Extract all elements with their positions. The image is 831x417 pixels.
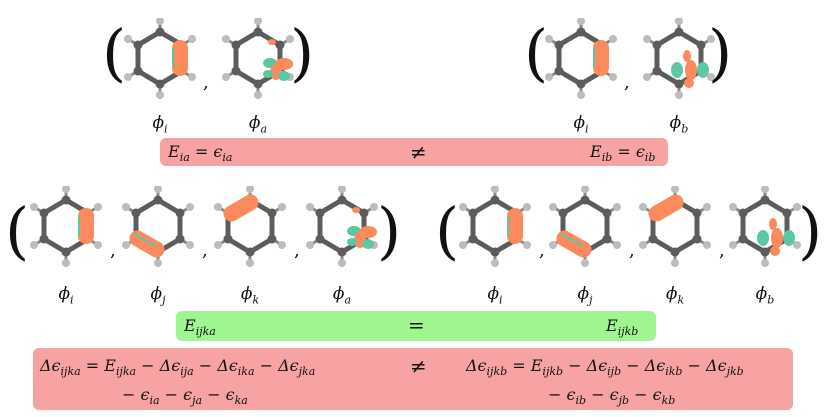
equation-E-ib: Eib = ϵib	[590, 142, 656, 165]
energy-comparison-band-3	[33, 348, 793, 410]
right-paren-mid-left: )	[377, 194, 402, 267]
benzene-orbital-i-top-left	[120, 18, 200, 102]
label-phi-j-mid-left: ϕj	[150, 284, 166, 307]
benzene-orbital-j-mid-left	[118, 186, 198, 270]
benzene-orbital-b-top-right	[639, 18, 719, 102]
benzene-orbital-i-top-right	[541, 18, 621, 102]
label-phi-b-top-right: ϕb	[669, 113, 689, 136]
benzene-orbital-k-mid-left	[210, 186, 290, 270]
label-phi-k-mid-right: ϕk	[665, 284, 685, 307]
comma: ,	[719, 240, 725, 261]
comma: ,	[624, 72, 630, 93]
left-paren-mid-left: (	[5, 194, 30, 267]
not-equal-sign-2: ≠	[410, 354, 427, 378]
benzene-orbital-a-mid-left	[302, 186, 382, 270]
equal-sign: =	[408, 313, 425, 337]
comma: ,	[203, 72, 209, 93]
label-phi-i-top-right: ϕi	[573, 113, 589, 136]
left-paren-mid-right: (	[435, 194, 460, 267]
right-paren-mid-right: )	[798, 194, 823, 267]
comma: ,	[539, 240, 545, 261]
comma: ,	[294, 240, 300, 261]
equation-delta-ijka-line1: Δϵijka = Eijka − Δϵija − Δϵika − Δϵjka	[40, 356, 316, 379]
equation-delta-ijkb-line1: Δϵijkb = Eijkb − Δϵijb − Δϵikb − Δϵjkb	[466, 356, 744, 379]
label-phi-i-mid-left: ϕi	[58, 284, 74, 307]
label-phi-k-mid-left: ϕk	[240, 284, 260, 307]
label-phi-a-top-left: ϕa	[248, 113, 268, 136]
benzene-orbital-i-mid-left	[26, 186, 106, 270]
right-paren-top-right: )	[708, 16, 733, 89]
not-equal-sign-1: ≠	[410, 140, 427, 164]
equation-E-ijkb: Eijkb	[606, 316, 639, 339]
equation-E-ia: Eia = ϵia	[168, 142, 233, 165]
benzene-orbital-k-mid-right	[635, 186, 715, 270]
energy-comparison-band-1	[160, 138, 668, 166]
equation-delta-ijka-line2: − ϵia − ϵja − ϵka	[122, 385, 248, 408]
right-paren-top-left: )	[290, 16, 315, 89]
label-phi-j-mid-right: ϕj	[577, 284, 593, 307]
comma: ,	[110, 240, 116, 261]
left-paren-top-left: (	[102, 16, 127, 89]
label-phi-i-top-left: ϕi	[152, 113, 168, 136]
label-phi-b-mid-right: ϕb	[755, 284, 775, 307]
benzene-orbital-a-top-left	[218, 18, 298, 102]
label-phi-a-mid-left: ϕa	[332, 284, 352, 307]
left-paren-top-right: (	[524, 16, 549, 89]
benzene-orbital-i-mid-right	[455, 186, 535, 270]
benzene-orbital-b-mid-right	[725, 186, 805, 270]
comma: ,	[629, 240, 635, 261]
benzene-orbital-j-mid-right	[545, 186, 625, 270]
label-phi-i-mid-right: ϕi	[487, 284, 503, 307]
comma: ,	[202, 240, 208, 261]
equation-E-ijka: Eijka	[184, 316, 216, 339]
equation-delta-ijkb-line2: − ϵib − ϵjb − ϵkb	[548, 385, 676, 408]
energy-comparison-band-2	[176, 311, 656, 341]
